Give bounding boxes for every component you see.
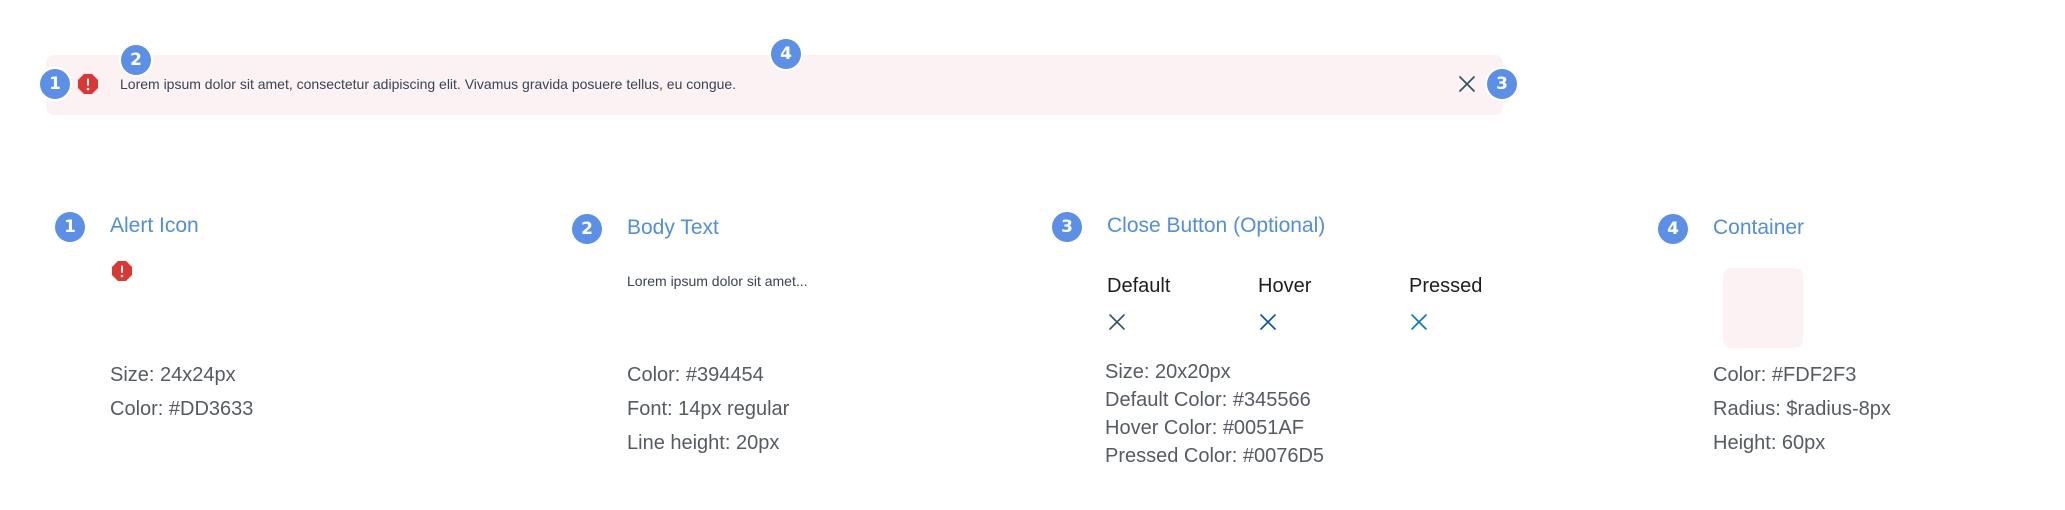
close-icon [1109,314,1125,330]
state-label-default: Default [1107,275,1171,297]
alert-icon-sample [110,259,134,283]
section-title-close-button: Close Button (Optional) [1107,214,1326,237]
spec-line: Height: 60px [1713,432,1826,454]
spec-line: Line height: 20px [627,432,780,454]
close-button-pressed[interactable] [1409,312,1429,332]
spec-line: Color: #394454 [627,364,764,386]
close-icon [1411,314,1427,330]
spec-line: Default Color: #345566 [1105,389,1311,411]
close-button[interactable] [1457,74,1477,94]
section-marker-1: 1 [55,212,85,242]
body-text-sample: Lorem ipsum dolor sit amet... [627,273,808,289]
spec-line: Color: #DD3633 [110,398,254,420]
section-title-container: Container [1713,216,1805,239]
alert-body-text: Lorem ipsum dolor sit amet, consectetur … [120,76,737,92]
callout-marker-4: 4 [771,39,801,69]
callout-marker-1: 1 [40,69,70,99]
state-label-hover: Hover [1258,275,1312,297]
container-color-swatch [1723,268,1803,348]
spec-line: Hover Color: #0051AF [1105,417,1304,439]
spec-line: Font: 14px regular [627,398,790,420]
section-marker-2: 2 [572,214,602,244]
alert-container [46,55,1503,115]
callout-marker-3: 3 [1487,69,1517,99]
section-marker-4: 4 [1658,214,1688,244]
section-title-body-text: Body Text [627,216,719,239]
close-icon [1260,314,1276,330]
close-button-default[interactable] [1107,312,1127,332]
spec-line: Size: 24x24px [110,364,236,386]
section-marker-3: 3 [1052,212,1082,242]
alert-icon [76,72,100,96]
spec-line: Size: 20x20px [1105,361,1231,383]
spec-line: Pressed Color: #0076D5 [1105,445,1325,467]
section-title-alert-icon: Alert Icon [110,214,199,237]
spec-line: Color: #FDF2F3 [1713,364,1857,386]
spec-line: Radius: $radius-8px [1713,398,1891,420]
close-icon [1459,76,1475,92]
callout-marker-2: 2 [121,45,151,75]
state-label-pressed: Pressed [1409,275,1483,297]
close-button-hover[interactable] [1258,312,1278,332]
